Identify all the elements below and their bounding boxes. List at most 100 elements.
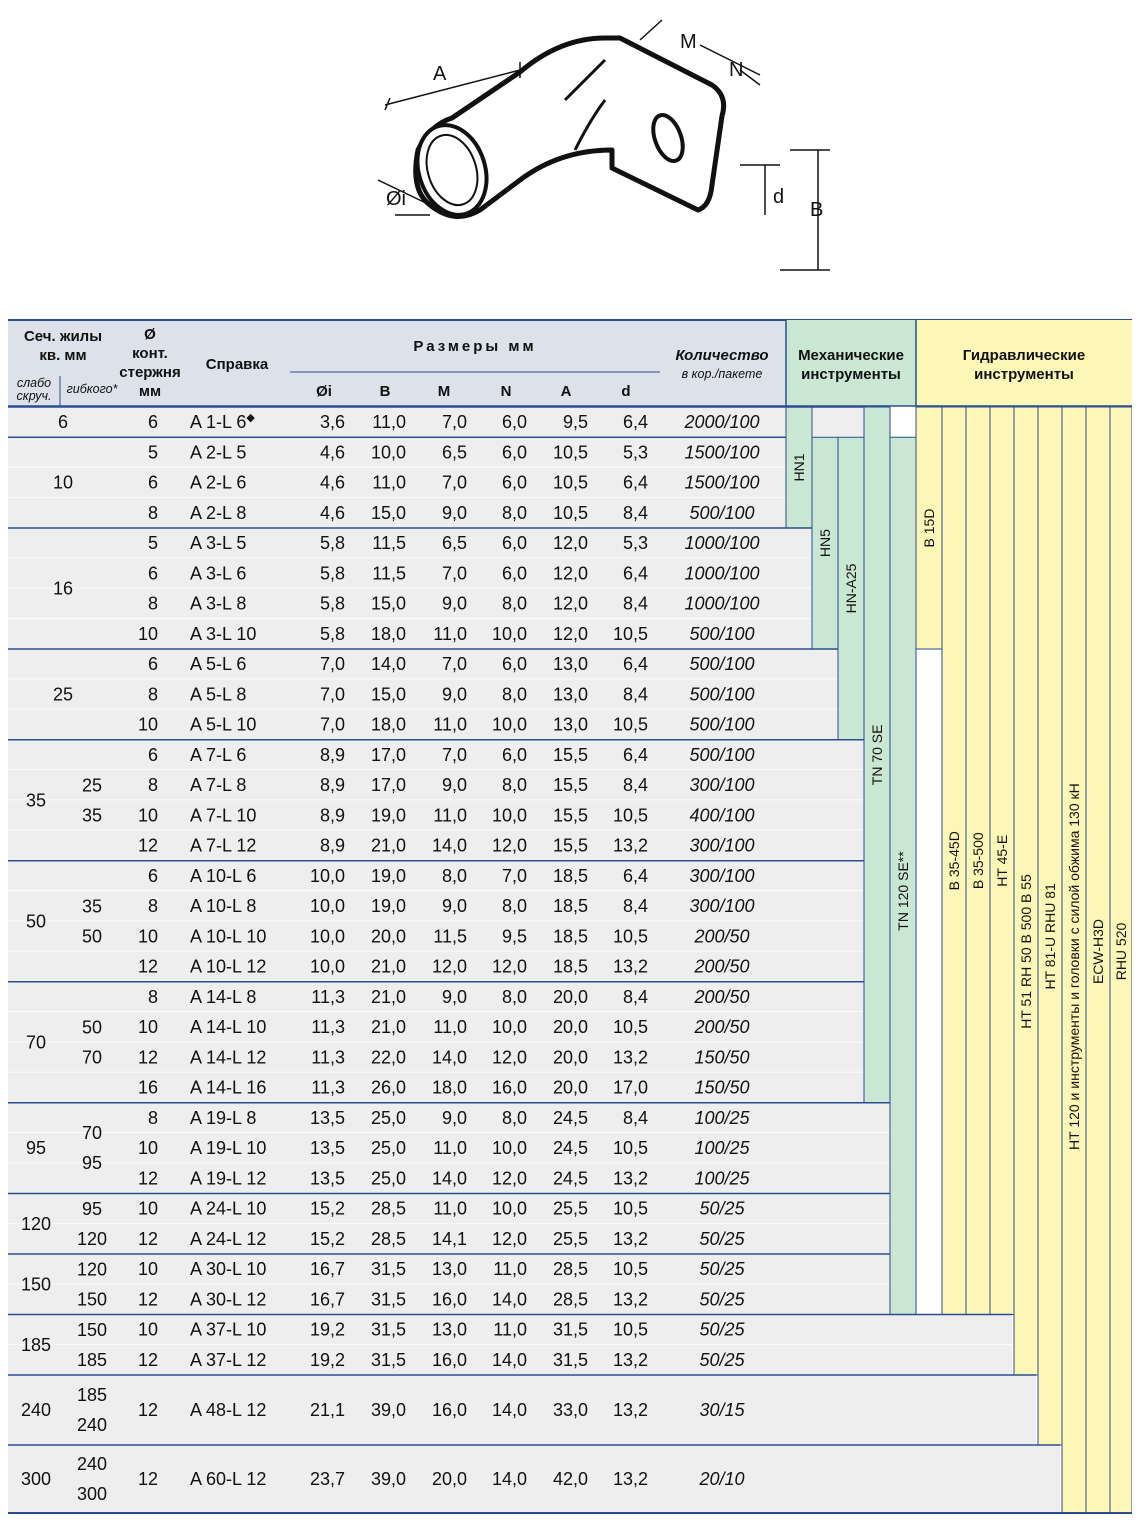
cell-n: 10,0 [492,1138,527,1158]
cell-qty: 400/100 [689,805,754,825]
cell-a: 28,5 [553,1259,588,1279]
cell-rod: 8 [148,503,158,523]
cell-oi: 21,1 [310,1400,345,1420]
table-row-bg [8,1042,864,1073]
tool-label-hn5: HN5 [817,529,833,557]
cell-qty: 200/50 [693,1017,749,1037]
table-row-bg [8,739,864,770]
cell-section: 16 [53,579,73,599]
hdr-qty-2: в кор./пакете [682,367,763,381]
cell-rod: 5 [148,442,158,462]
cell-section: 25 [53,684,73,704]
cell-n: 12,0 [492,1168,527,1188]
table-row-bg [8,830,864,861]
cell-d: 13,2 [613,1469,648,1489]
cell-a: 20,0 [553,1017,588,1037]
cell-flex-section: 185 [77,1385,107,1405]
cell-rod: 12 [138,1289,158,1309]
cell-ref: A 5-L 10 [190,715,256,735]
cell-qty: 2000/100 [683,412,759,432]
tool-label-b3545d: B 35-45D [946,831,962,890]
cell-oi: 11,3 [311,1078,345,1098]
cell-rod: 8 [148,684,158,704]
cell-oi: 13,5 [310,1138,345,1158]
cell-d: 10,5 [613,715,648,735]
cell-ref: A 30-L 12 [190,1289,266,1309]
cell-b: 31,5 [371,1289,406,1309]
cell-a: 10,5 [553,503,588,523]
cell-oi: 5,8 [320,594,345,614]
cell-a: 20,0 [553,1047,588,1067]
cell-n: 8,0 [502,896,527,916]
cell-flex-section: 95 [82,1153,102,1173]
cell-ref: A 7-L 12 [190,836,256,856]
cell-b: 15,0 [371,503,406,523]
tool-bar-b3545d [941,406,967,1315]
cell-b: 11,5 [372,563,406,583]
cell-oi: 15,2 [310,1199,345,1219]
cell-flex-section: 70 [82,1123,102,1143]
cell-qty: 300/100 [689,896,754,916]
cell-rod: 10 [138,1017,158,1037]
cell-qty: 1000/100 [684,533,759,553]
table-row-bg [8,618,812,649]
cell-ref: A 60-L 12 [190,1469,266,1489]
table-row-bg [8,981,864,1012]
cell-a: 13,0 [553,684,588,704]
cell-m: 9,0 [442,987,467,1007]
cell-a: 13,0 [553,654,588,674]
cell-b: 25,0 [371,1138,406,1158]
tool-bar-ht51 [1013,406,1039,1376]
cell-ref: A 5-L 6 [190,654,246,674]
cell-section: 50 [26,911,46,931]
cell-qty: 50/25 [699,1229,745,1249]
cell-b: 28,5 [371,1199,406,1219]
cell-oi: 16,7 [310,1289,345,1309]
dim-label-m: M [680,31,697,53]
cell-rod: 10 [138,1320,158,1340]
cell-m: 13,0 [432,1259,467,1279]
cell-flex-section: 95 [82,1199,102,1219]
cell-b: 18,0 [371,715,406,735]
cell-rod: 6 [148,473,158,493]
cell-m: 14,1 [432,1229,467,1249]
table-header-bg [8,320,786,406]
cell-m: 9,0 [442,684,467,704]
cell-n: 9,5 [502,926,527,946]
hdr-dim-n: N [501,383,512,400]
tool-label-rhu520: RHU 520 [1113,923,1129,981]
cell-oi: 4,6 [320,442,345,462]
cell-a: 10,5 [553,442,588,462]
table-row-bg [8,1012,864,1043]
cell-qty: 200/50 [693,957,749,977]
cell-qty: 1000/100 [684,563,759,583]
cell-a: 18,5 [553,866,588,886]
cell-b: 19,0 [371,805,406,825]
hdr-dim-a: A [561,383,572,400]
cell-d: 13,2 [613,957,648,977]
cell-b: 11,0 [372,473,406,493]
cell-b: 39,0 [371,1469,406,1489]
cell-flex-section: 240 [77,1415,107,1435]
cell-n: 11,0 [493,1259,527,1279]
cell-m: 6,5 [442,442,467,462]
cell-d: 10,5 [613,1199,648,1219]
cell-rod: 10 [138,1259,158,1279]
table-row-bg [8,800,864,831]
cell-ref: A 7-L 10 [190,805,256,825]
cell-a: 24,5 [553,1138,588,1158]
cell-a: 15,5 [553,745,588,765]
cell-oi: 10,0 [310,957,345,977]
cell-ref: A 14-L 16 [190,1078,266,1098]
cell-d: 8,4 [623,896,648,916]
cell-oi: 5,8 [320,563,345,583]
cell-qty: 150/50 [694,1078,749,1098]
cell-n: 16,0 [492,1078,527,1098]
cell-d: 5,3 [623,442,648,462]
cell-ref: A 24-L 12 [190,1229,266,1249]
cell-ref: A 10-L 10 [190,926,266,946]
cell-b: 21,0 [371,957,406,977]
hdr-section-2: кв. мм [39,347,86,364]
cell-qty: 1500/100 [684,442,759,462]
